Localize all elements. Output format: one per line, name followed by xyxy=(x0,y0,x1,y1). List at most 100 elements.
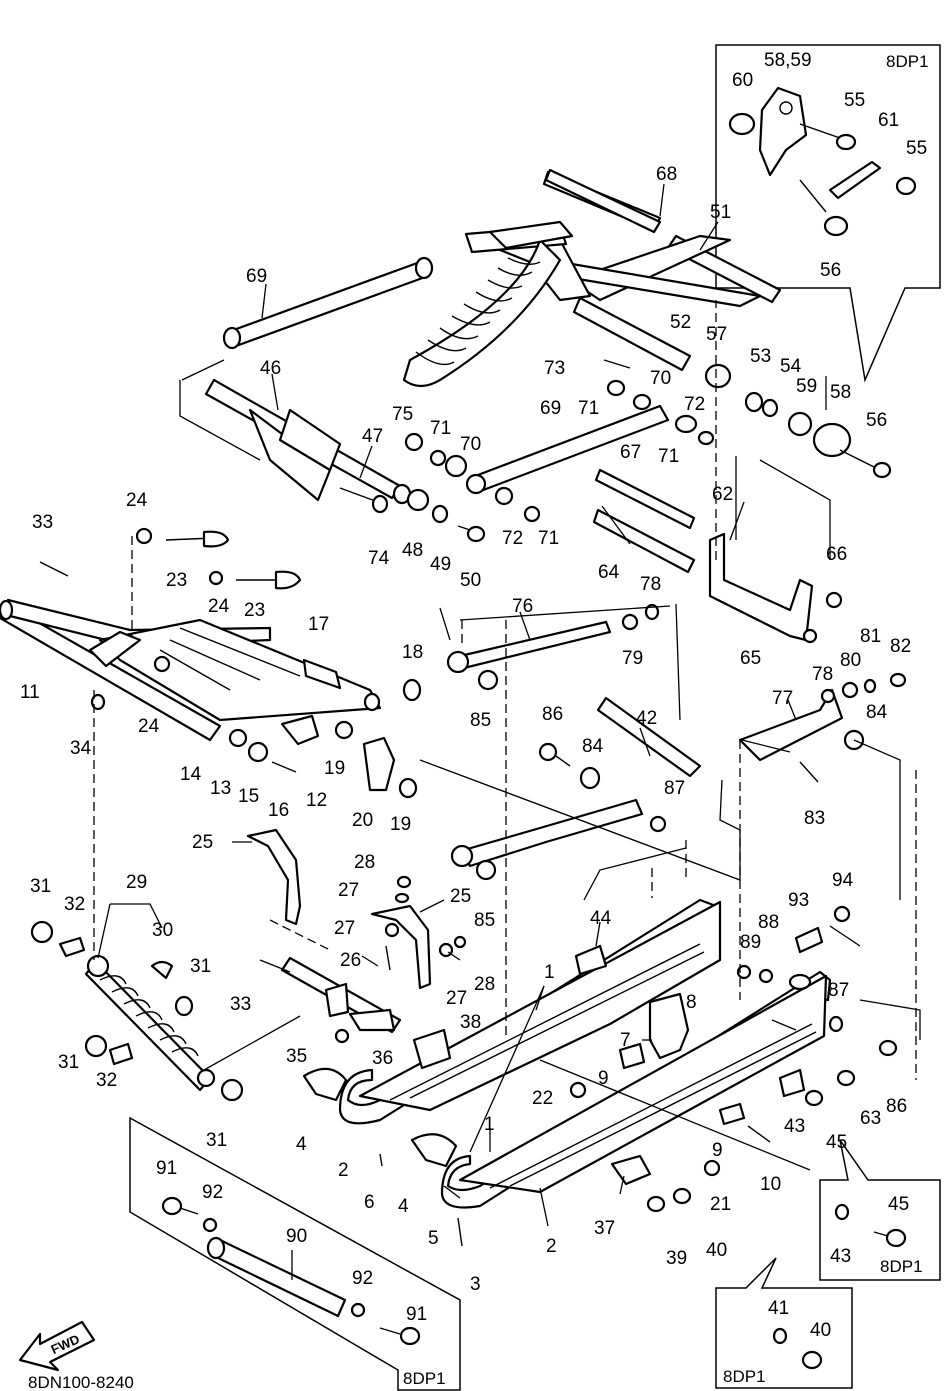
callout-3: 3 xyxy=(470,1274,481,1295)
callout-91: 91 xyxy=(156,1158,177,1179)
inset-label-top-right: 8DP1 xyxy=(886,52,929,71)
callout-39: 39 xyxy=(666,1248,687,1269)
callout-53: 53 xyxy=(750,346,771,367)
damper-87 xyxy=(462,798,644,868)
callout-52: 52 xyxy=(670,312,691,333)
callout-40: 40 xyxy=(810,1320,831,1341)
callout-56: 56 xyxy=(866,410,887,431)
callout-23: 23 xyxy=(244,600,265,621)
callout-37: 37 xyxy=(594,1218,615,1239)
callout-50: 50 xyxy=(460,570,481,591)
callout-35: 35 xyxy=(286,1046,307,1067)
front-pivot-arm xyxy=(204,378,412,514)
callout-27: 27 xyxy=(338,880,359,901)
callout-81: 81 xyxy=(860,626,881,647)
bracket-25-right xyxy=(370,904,432,990)
callout-27: 27 xyxy=(334,918,355,939)
callout-88: 88 xyxy=(758,912,779,933)
shaft-68 xyxy=(544,168,662,234)
callout-34: 34 xyxy=(70,738,92,759)
inset-box-top-right: 8DP1 xyxy=(715,44,941,383)
callout-80: 80 xyxy=(840,650,861,671)
callout-63: 63 xyxy=(860,1108,881,1129)
callout-32: 32 xyxy=(96,1070,117,1091)
callout-19: 19 xyxy=(324,758,345,779)
callout-86: 86 xyxy=(886,1096,907,1117)
callout-57: 57 xyxy=(706,324,727,345)
callout-74: 74 xyxy=(368,548,390,569)
callout-24: 24 xyxy=(126,490,148,511)
callout-48: 48 xyxy=(402,540,423,561)
callout-40: 40 xyxy=(706,1240,727,1261)
callout-33: 33 xyxy=(230,994,251,1015)
inset-label-right: 8DP1 xyxy=(880,1257,923,1276)
front-suspension-arm xyxy=(0,598,382,742)
leader-lines xyxy=(97,183,827,1280)
callout-51: 51 xyxy=(710,202,731,223)
callout-41: 41 xyxy=(768,1298,789,1319)
callout-82: 82 xyxy=(890,636,911,657)
callout-60: 60 xyxy=(732,70,753,91)
callout-47: 47 xyxy=(362,426,383,447)
callout-61: 61 xyxy=(878,110,899,131)
callout-94: 94 xyxy=(832,870,854,891)
callout-2: 2 xyxy=(546,1236,557,1257)
inset-box-bottom-left: 8DP1 xyxy=(129,1116,461,1391)
callout-28: 28 xyxy=(354,852,375,873)
callout-67: 67 xyxy=(620,442,641,463)
callout-26: 26 xyxy=(340,950,361,971)
callout-54: 54 xyxy=(780,356,802,377)
callout-91: 91 xyxy=(406,1304,427,1325)
callout-6: 6 xyxy=(364,1192,375,1213)
callout-83: 83 xyxy=(804,808,825,829)
inset-box-right: 8DP1 xyxy=(819,1139,941,1281)
callout-76: 76 xyxy=(512,596,533,617)
callout-2: 2 xyxy=(338,1160,349,1181)
callout-16: 16 xyxy=(268,800,289,821)
callout-71: 71 xyxy=(430,418,451,439)
callout-32: 32 xyxy=(64,894,85,915)
diagram-code: 8DN100-8240 xyxy=(28,1373,134,1391)
callout-90: 90 xyxy=(286,1226,307,1247)
callout-1: 1 xyxy=(544,962,555,983)
callout-12: 12 xyxy=(306,790,327,811)
callout-45: 45 xyxy=(826,1132,847,1153)
bracket-25-left xyxy=(246,828,302,926)
callout-70: 70 xyxy=(650,368,671,389)
callout-43: 43 xyxy=(784,1116,805,1137)
callout-11: 11 xyxy=(20,682,40,703)
callout-78: 78 xyxy=(640,574,661,595)
callout-87: 87 xyxy=(664,778,685,799)
callout-89: 89 xyxy=(740,932,761,953)
callout-56: 56 xyxy=(820,260,841,281)
callout-72: 72 xyxy=(502,528,523,549)
callout-69: 69 xyxy=(540,398,561,419)
callout-29: 29 xyxy=(126,872,147,893)
callout-7: 7 xyxy=(620,1030,631,1051)
inset-label-bottom-left: 8DP1 xyxy=(403,1369,446,1388)
callout-25: 25 xyxy=(450,886,471,907)
callout-43: 43 xyxy=(830,1246,851,1267)
callout-1: 1 xyxy=(484,1114,495,1135)
shaft-76 xyxy=(458,620,612,670)
callout-72: 72 xyxy=(684,394,705,415)
callout-25: 25 xyxy=(192,832,213,853)
callout-86: 86 xyxy=(542,704,563,725)
callout-42: 42 xyxy=(636,708,657,729)
inset-box-bottom-right: 8DP1 xyxy=(715,1257,853,1389)
callout-64: 64 xyxy=(598,562,620,583)
callout-85: 85 xyxy=(474,910,495,931)
callout-59: 59 xyxy=(796,376,817,397)
callout-27: 27 xyxy=(446,988,467,1009)
callout-14: 14 xyxy=(180,764,202,785)
callout-69: 69 xyxy=(246,266,267,287)
callout-31: 31 xyxy=(58,1052,79,1073)
callout-8: 8 xyxy=(686,992,697,1013)
callout-9: 9 xyxy=(598,1068,609,1089)
callout-21: 21 xyxy=(710,1194,731,1215)
callout-24: 24 xyxy=(208,596,230,617)
callout-36: 36 xyxy=(372,1048,393,1069)
front-shock-29 xyxy=(84,954,216,1092)
callout-71: 71 xyxy=(578,398,599,419)
callout-58-59: 58,59 xyxy=(764,50,812,71)
